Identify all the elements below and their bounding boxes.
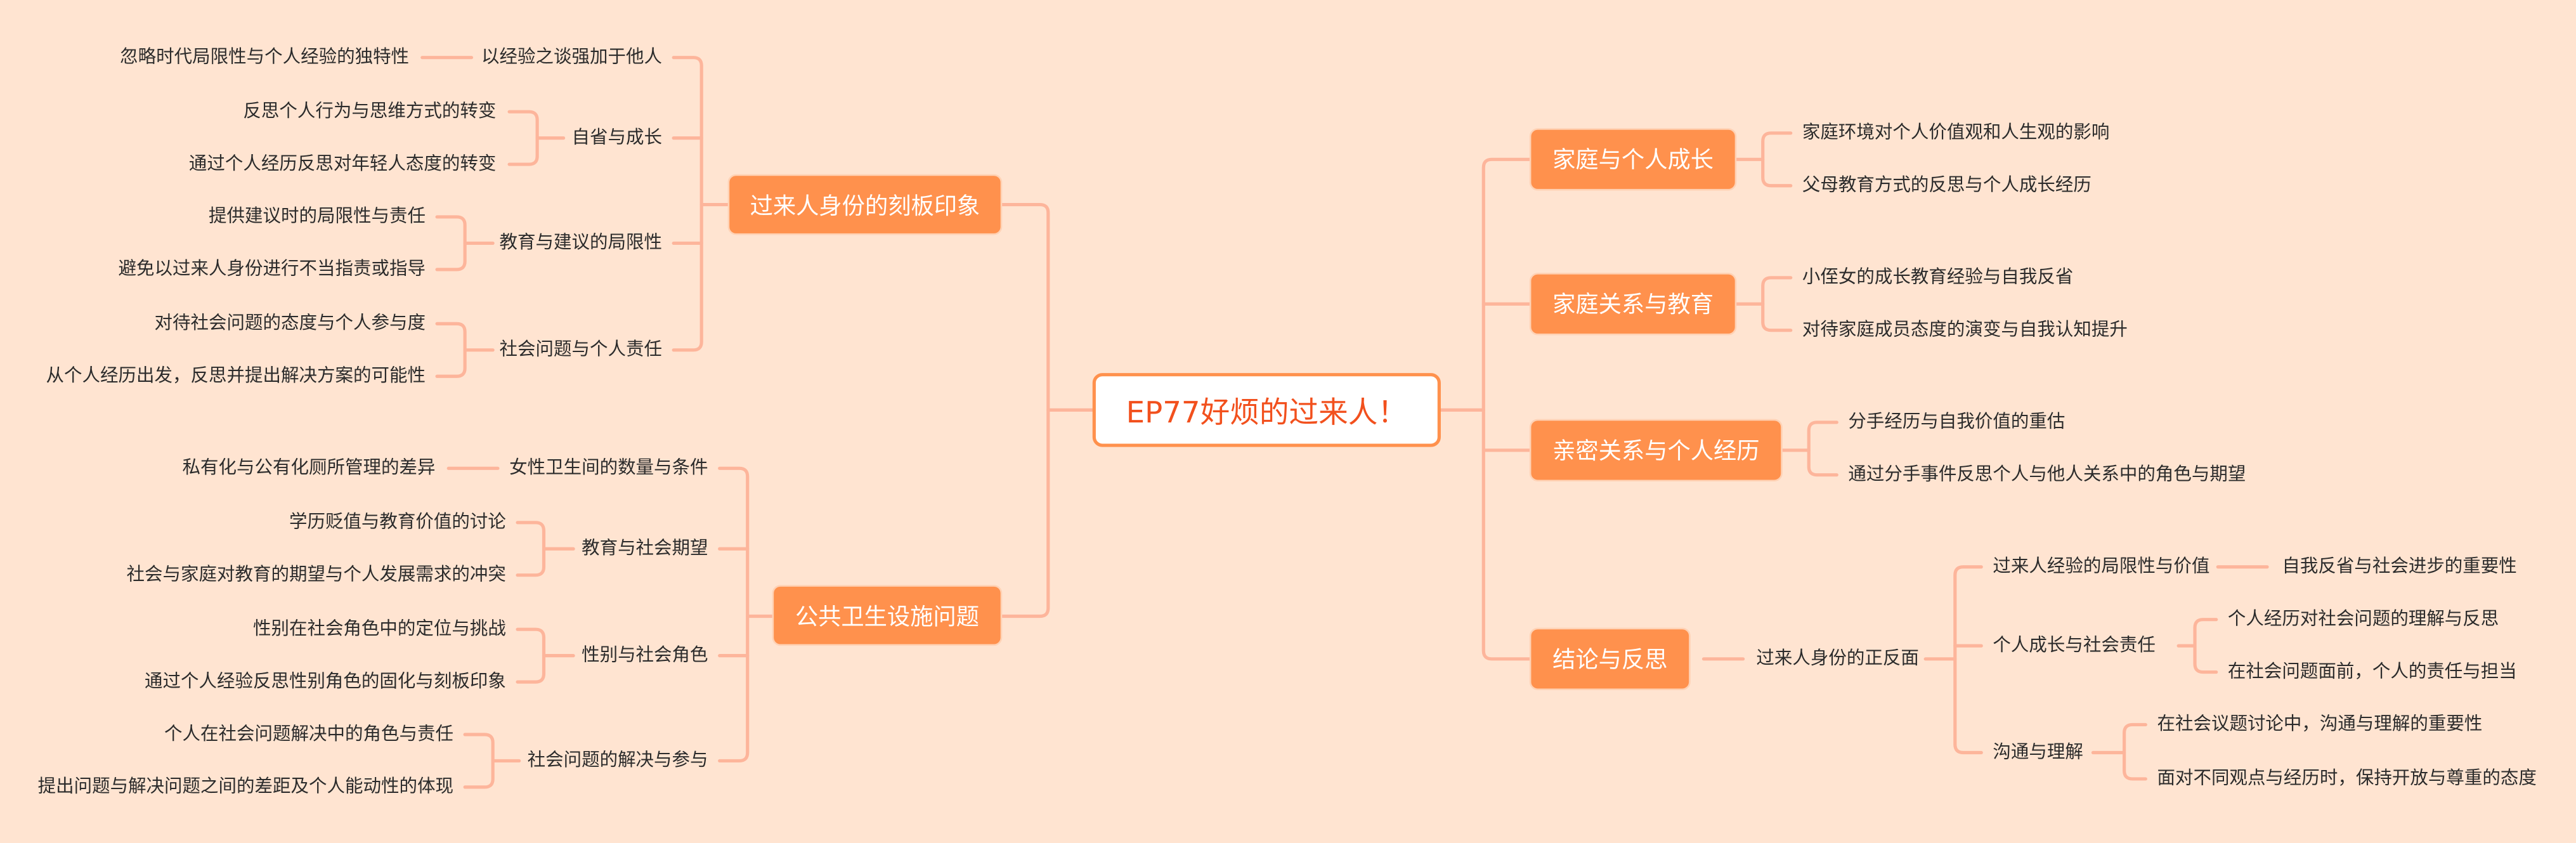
leaf-topic[interactable]: 反思个人行为与思维方式的转变 — [243, 100, 497, 122]
subtopic[interactable]: 沟通与理解 — [1993, 741, 2083, 763]
subtopic[interactable]: 性别与社会角色 — [582, 644, 708, 666]
subtopic[interactable]: 自省与成长 — [571, 126, 663, 148]
leaf-topic[interactable]: 对待社会问题的态度与个人参与度 — [154, 312, 426, 334]
leaf-topic[interactable]: 父母教育方式的反思与个人成长经历 — [1802, 174, 2091, 196]
leaf-topic[interactable]: 避免以过来人身份进行不当指责或指导 — [118, 258, 426, 280]
connector-line — [435, 322, 467, 378]
subtopic[interactable]: 个人成长与社会责任 — [1993, 634, 2156, 656]
leaf-topic[interactable]: 提出问题与解决问题之间的差距及个人能动性的体现 — [37, 775, 454, 797]
topic-family-education[interactable]: 家庭关系与教育 — [1529, 273, 1737, 336]
leaf-topic[interactable]: 在社会议题讨论中，沟通与理解的重要性 — [2157, 713, 2483, 735]
connector-line — [1761, 276, 1793, 332]
connector-line — [672, 56, 703, 352]
subtopic[interactable]: 以经验之谈强加于他人 — [481, 46, 663, 68]
connector-line — [516, 627, 546, 684]
leaf-topic[interactable]: 面对不同观点与经历时，保持开放与尊重的态度 — [2157, 767, 2537, 789]
leaf-topic[interactable]: 社会与家庭对教育的期望与个人发展需求的冲突 — [126, 563, 506, 585]
leaf-topic[interactable]: 忽略时代局限性与个人经验的独特性 — [120, 46, 410, 68]
leaf-topic[interactable]: 小侄女的成长教育经验与自我反省 — [1802, 266, 2074, 288]
leaf-topic[interactable]: 通过个人经验反思性别角色的固化与刻板印象 — [144, 670, 506, 692]
leaf-topic[interactable]: 提供建议时的局限性与责任 — [209, 205, 426, 227]
subtopic[interactable]: 过来人经验的局限性与价值 — [1993, 555, 2210, 577]
connector-line — [1481, 157, 1532, 661]
leaf-topic[interactable]: 个人经历对社会问题的理解与反思 — [2227, 608, 2499, 630]
connector-line — [1000, 202, 1050, 618]
connector-line — [1953, 565, 1983, 755]
leaf-topic[interactable]: 通过分手事件反思个人与他人关系中的角色与期望 — [1848, 463, 2246, 485]
root-node[interactable]: EP77好烦的过来人！ — [1092, 373, 1441, 447]
topic-stereotype[interactable]: 过来人身份的刻板印象 — [727, 174, 1003, 235]
leaf-topic[interactable]: 学历贬值与教育价值的讨论 — [289, 511, 506, 533]
topic-intimate-relationships[interactable]: 亲密关系与个人经历 — [1529, 419, 1783, 482]
leaf-topic[interactable]: 对待家庭成员态度的演变与自我认知提升 — [1802, 318, 2128, 341]
topic-family-growth[interactable]: 家庭与个人成长 — [1529, 128, 1737, 191]
leaf-topic[interactable]: 通过个人经历反思对年轻人态度的转变 — [188, 152, 497, 174]
leaf-topic[interactable]: 分手经历与自我价值的重估 — [1848, 410, 2065, 433]
topic-public-toilets[interactable]: 公共卫生设施问题 — [772, 585, 1003, 646]
connector-line — [1807, 421, 1838, 477]
leaf-topic[interactable]: 家庭环境对个人价值观和人生观的影响 — [1802, 121, 2110, 143]
subtopic[interactable]: 社会问题的解决与参与 — [527, 749, 708, 771]
leaf-topic[interactable]: 自我反省与社会进步的重要性 — [2282, 555, 2517, 577]
connector-line — [507, 110, 539, 166]
connector-line — [435, 215, 467, 271]
connector-line — [516, 521, 546, 577]
subtopic[interactable]: 教育与社会期望 — [582, 537, 708, 559]
connector-line — [463, 733, 495, 789]
connector-line — [2193, 618, 2218, 674]
topic-conclusion[interactable]: 结论与反思 — [1529, 627, 1691, 691]
subtopic[interactable]: 女性卫生间的数量与条件 — [509, 457, 708, 478]
connector-line — [718, 466, 750, 763]
subtopic[interactable]: 过来人身份的正反面 — [1756, 647, 1919, 669]
leaf-topic[interactable]: 在社会问题面前，个人的责任与担当 — [2227, 660, 2517, 683]
leaf-topic[interactable]: 从个人经历出发，反思并提出解决方案的可能性 — [46, 365, 426, 386]
subtopic[interactable]: 教育与建议的局限性 — [499, 232, 663, 253]
leaf-topic[interactable]: 性别在社会角色中的定位与挑战 — [252, 618, 506, 639]
connector-line — [2123, 722, 2147, 781]
subtopic[interactable]: 社会问题与个人责任 — [499, 338, 663, 360]
leaf-topic[interactable]: 私有化与公有化厕所管理的差异 — [182, 457, 436, 478]
connector-line — [1761, 131, 1793, 188]
leaf-topic[interactable]: 个人在社会问题解决中的角色与责任 — [164, 722, 454, 745]
